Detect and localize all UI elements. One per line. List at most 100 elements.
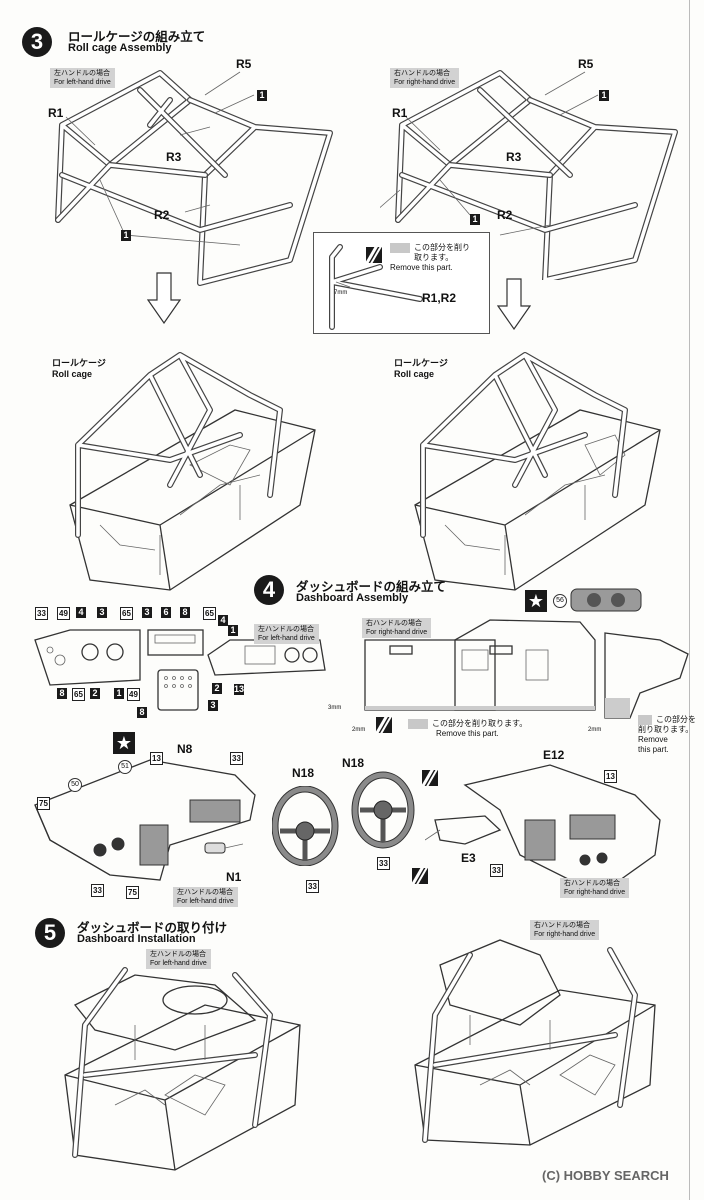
part-33-b: 33	[91, 884, 104, 897]
dashboard-rhd-illustration	[463, 764, 661, 881]
remove2-jp-1: この部分を	[656, 715, 696, 724]
label-r3-left: R3	[166, 150, 182, 164]
part-75-b: 75	[126, 886, 139, 899]
decal-51: 51	[118, 760, 132, 774]
star-icon: ★	[113, 732, 135, 754]
note-jp: 左ハンドルの場合	[150, 951, 206, 958]
label-r5-right: R5	[578, 57, 594, 71]
panel-top-num: 4	[76, 607, 86, 618]
star-icon: ★	[525, 590, 547, 612]
roll-cage-jp: ロールケージ	[52, 358, 106, 368]
step-ref-1c: 1	[599, 90, 609, 101]
interior-roll-cage-left-illustration	[69, 352, 316, 591]
arrow-down-icon	[497, 278, 531, 330]
dim-2mm-b: 2mm	[588, 727, 602, 733]
label-r5-left: R5	[236, 57, 252, 71]
step-4-number: 4	[254, 575, 284, 605]
panel-bottom-num: 1	[114, 688, 124, 699]
panel-top-num: 4	[218, 615, 228, 626]
label-n18-b: N18	[342, 756, 365, 770]
remove-jp-2: 取ります。	[414, 253, 454, 262]
label-r3-right: R3	[506, 150, 522, 164]
dashboard-install-lhd-illustration	[64, 967, 301, 1171]
knife-icon	[422, 770, 438, 786]
note-en: For right-hand drive	[366, 629, 428, 636]
label-e12: E12	[543, 748, 565, 762]
note-en: For left-hand drive	[258, 635, 315, 642]
dim-7mm: 7mm	[334, 290, 348, 296]
dash-front-view-rhd	[364, 619, 596, 711]
watermark: (C) HOBBY SEARCH	[542, 1168, 669, 1183]
panel-top-num: 65	[120, 607, 133, 620]
roll-cage-jp: ロールケージ	[394, 358, 448, 368]
label-n8: N8	[177, 742, 193, 756]
panel-num-13: 13	[234, 684, 245, 695]
interior-roll-cage-right-illustration	[414, 352, 661, 591]
cut-area-swatch	[408, 719, 428, 729]
steering-wheel-rhd	[351, 771, 415, 849]
part-13-rhd: 13	[604, 770, 617, 783]
step-3-lhd-note: 左ハンドルの場合 For left-hand drive	[50, 68, 115, 88]
knife-icon	[412, 868, 428, 884]
step-5-number: 5	[35, 918, 65, 948]
dim-2mm-a: 2mm	[352, 727, 366, 733]
part-33-wheel1: 33	[306, 880, 319, 893]
step-4-title-en: Dashboard Assembly	[296, 592, 409, 604]
step-3-title-jp: ロールケージの組み立て	[68, 30, 206, 44]
label-r1r2: R1,R2	[422, 291, 457, 305]
note-jp: 右ハンドルの場合	[394, 70, 450, 77]
note-en: For left-hand drive	[150, 960, 207, 967]
remove2-en-2: this part.	[638, 745, 669, 754]
arrow-down-icon	[147, 272, 181, 324]
panel-top-num: 8	[180, 607, 190, 618]
roll-cage-right-illustration	[380, 70, 678, 280]
label-n18-a: N18	[292, 766, 315, 780]
dash-rhd-note-2: 右ハンドルの場合 For right-hand drive	[560, 878, 630, 898]
remove-detail-box: この部分を削り 取ります。 Remove this part. 7mm R1,R…	[313, 232, 490, 334]
panel-top-num: 65	[203, 607, 216, 620]
steering-wheel-lhd	[272, 786, 339, 866]
dash-remove-note: この部分を削り取ります。 Remove this part.	[408, 719, 527, 739]
panel-top-num: 3	[142, 607, 152, 618]
side-remove-note: この部分を 削り取ります。 Remove this part.	[638, 715, 696, 755]
knife-icon	[376, 717, 392, 733]
note-jp: 右ハンドルの場合	[534, 922, 590, 929]
panel-num-8: 8	[137, 707, 147, 718]
note-en: For right-hand drive	[564, 889, 626, 896]
panel-top-num: 33	[35, 607, 48, 620]
note-jp: 右ハンドルの場合	[564, 880, 620, 887]
step-5-title-jp: ダッシュボードの取り付け	[77, 921, 228, 935]
panel-top-num: 3	[97, 607, 107, 618]
column-part-e3	[425, 815, 502, 845]
panel-top-num: 1	[228, 625, 238, 636]
panel-top-num: 6	[161, 607, 171, 618]
panel-bottom-num: 8	[57, 688, 67, 699]
label-r2-left: R2	[154, 208, 170, 222]
remove-en: Remove this part.	[436, 729, 499, 738]
part-75-a: 75	[37, 797, 50, 810]
note-jp: 左ハンドルの場合	[258, 626, 314, 633]
roll-cage-left-illustration	[55, 70, 333, 286]
panel-bottom-num: 65	[72, 688, 85, 701]
cut-area-swatch	[638, 715, 652, 725]
dash-side-profile	[604, 632, 689, 719]
remove2-jp-2: 削り取ります。	[638, 725, 694, 734]
page-edge-rule	[689, 0, 690, 1200]
panel-num-2: 2	[212, 683, 222, 694]
dash-lhd-note: 左ハンドルの場合 For left-hand drive	[173, 887, 238, 907]
label-r2-right: R2	[497, 208, 513, 222]
knife-icon	[366, 247, 382, 263]
part-33-rhd: 33	[490, 864, 503, 877]
panel-lhd-note: 左ハンドルの場合 For left-hand drive	[254, 624, 319, 644]
part-13-left: 13	[150, 752, 163, 765]
label-r1-right: R1	[392, 106, 408, 120]
step-4-title-jp: ダッシュボードの組み立て	[296, 580, 447, 594]
part-33-left: 33	[230, 752, 243, 765]
panel-top-num: 49	[57, 607, 70, 620]
decal-56: 56	[553, 594, 567, 608]
remove-en: Remove this part.	[390, 263, 453, 272]
roll-cage-label-left: ロールケージ Roll cage	[52, 358, 106, 380]
dashboard-install-rhd-illustration	[414, 939, 656, 1146]
step-3-rhd-note: 右ハンドルの場合 For right-hand drive	[390, 68, 460, 88]
